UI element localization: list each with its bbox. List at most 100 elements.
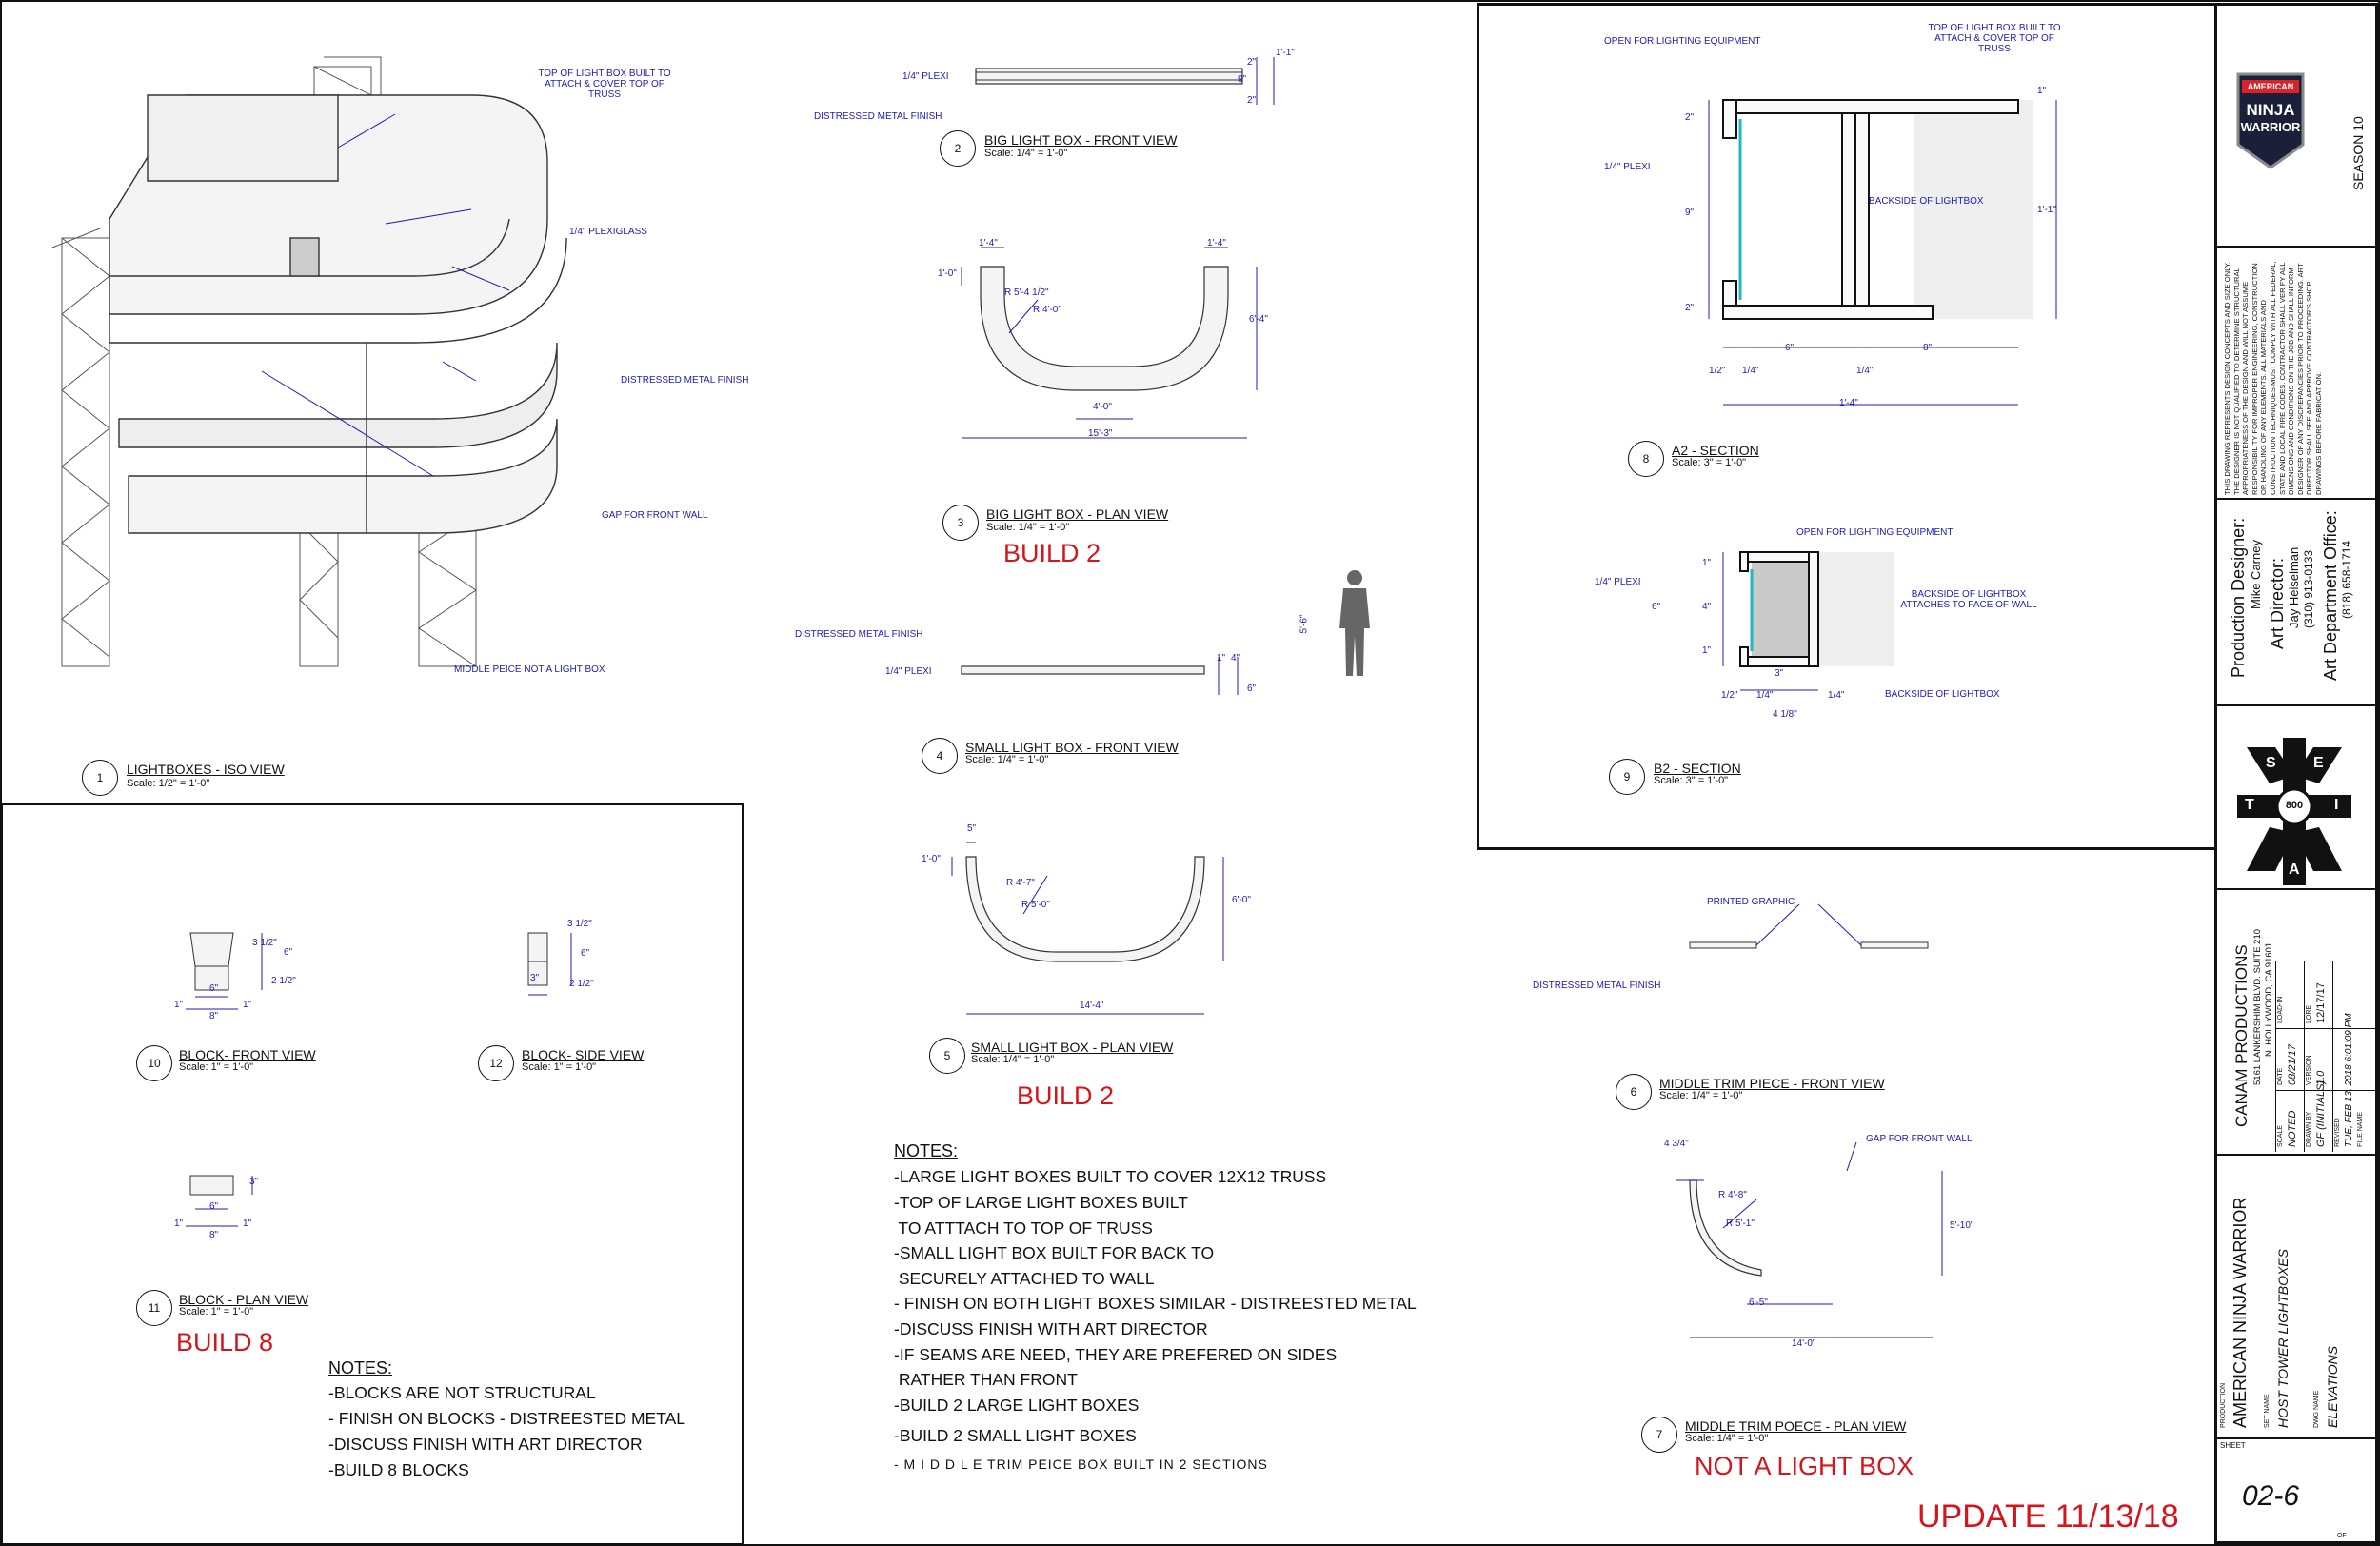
tb-grid-v3 [2332,961,2333,1152]
b2-dim-7: 1/4" [1756,690,1774,701]
logo-shield-icon [2236,72,2305,169]
v6-metal-callout: DISTRESSED METAL FINISH [1533,981,1661,991]
ad-name: Jay Heiselman [2287,546,2301,628]
view-scale-10: Scale: 1" = 1'-0" [179,1061,254,1073]
tb-divider-5 [2216,1154,2376,1156]
v12-dim-3: 2 1/2" [569,979,594,989]
view-number-7: 7 [1641,1417,1677,1453]
block-front-drawing [186,932,263,1010]
v11-dim-2: 6" [209,1201,219,1212]
v3-dim-4: R 5'-4 1/2" [1004,287,1049,298]
a2-dim-10: 1/4" [1856,366,1874,376]
iso-metal-callout: DISTRESSED METAL FINISH [621,375,749,386]
lore-label: LORE [2306,1004,2312,1023]
v10-dim-2: 6" [284,947,293,958]
not-a-light-box-label: NOT A LIGHT BOX [1695,1452,1914,1480]
v6-graphic-callout: PRINTED GRAPHIC [1707,897,1795,907]
view-title-5: SMALL LIGHT BOX - PLAN VIEW [971,1040,1174,1055]
v3-dim-6: 6'-4" [1249,314,1268,325]
v7-dim-2: R 4'-8" [1718,1190,1747,1200]
block-note-2: - FINISH ON BLOCKS - DISTREESTED METAL [328,1409,686,1428]
view-title-9: B2 - SECTION [1654,761,1741,776]
a2-section-drawing [1708,99,2057,406]
v10-dim-5: 8" [209,1011,219,1021]
iso-view-drawing [51,56,567,667]
iso-gap-callout: GAP FOR FRONT WALL [602,510,708,521]
v5-dim-1: 5" [967,823,977,834]
main-note-11: -BUILD 2 SMALL LIGHT BOXES [894,1426,1137,1445]
main-note-7: -DISCUSS FINISH WITH ART DIRECTOR [894,1319,1208,1338]
revised-label: REVISED [2334,1118,2341,1147]
v10-dim-4: 6" [209,983,219,994]
a2-dim-5: 1'-1" [2037,205,2056,215]
view-number-12: 12 [478,1045,514,1081]
b2-dim-9: 4 1/8" [1773,709,1797,720]
v2-dim-4: 2" [1247,95,1257,106]
view-scale-9: Scale: 3" = 1'-0" [1654,775,1729,786]
view-scale-6: Scale: 1/4" = 1'-0" [1659,1090,1743,1101]
a2-back-callout: BACKSIDE OF LIGHTBOX [1869,196,1984,207]
b2-section-drawing [1722,551,1894,691]
company-name: CANAM PRODUCTIONS [2232,944,2251,1127]
v2-dim-3: 9" [1238,74,1247,85]
setname-value: HOST TOWER LIGHTBOXES [2275,1249,2291,1428]
a2-dim-9: 1/4" [1742,366,1759,376]
loadin-label: LOAD-IN [2277,996,2284,1023]
union-letter-a: A [2289,862,2300,878]
view-scale-7: Scale: 1/4" = 1'-0" [1685,1433,1769,1444]
date-label: DATE [2277,1067,2284,1085]
version-value: 1.0 [2315,1070,2327,1085]
tb-divider-2 [2216,498,2376,500]
main-note-9: RATHER THAN FRONT [894,1370,1078,1389]
v7-dim-4: 5'-10" [1950,1220,1974,1231]
filename-label: FILE NAME [2357,1112,2364,1147]
drawnby-value: GF (INITIALS) [2315,1080,2327,1147]
a2-dim-8: 1/2" [1709,366,1726,376]
block-side-drawing [527,932,572,996]
block-note-3: -DISCUSS FINISH WITH ART DIRECTOR [328,1435,643,1454]
view-title-10: BLOCK- FRONT VIEW [179,1047,316,1062]
truss-tower-left [51,228,110,667]
block-plan-drawing [186,1175,253,1227]
small-lightbox [128,418,558,534]
iso-top-callout: TOP OF LIGHT BOX BUILT TO ATTACH & COVER… [538,69,671,100]
view-number-3: 3 [942,505,979,541]
view-scale-12: Scale: 1" = 1'-0" [522,1061,597,1073]
view-number-5: 5 [929,1038,965,1074]
b2-dim-3: 1" [1702,645,1712,656]
ad-label: Art Director: [2268,557,2287,649]
company-address-2: N. HOLLYWOOD, CA 91601 [2264,941,2274,1057]
v7-dim-1: 4 3/4" [1664,1139,1689,1149]
tb-grid-v1 [2275,961,2276,1152]
view-number-11: 11 [136,1290,172,1326]
revised-value: TUE, FEB 13, 2018 6:01:09 PM [2344,1013,2354,1147]
trim-plan-view-drawing [1676,1141,1943,1338]
view-title-1: LIGHTBOXES - ISO VIEW [127,762,285,777]
view-title-4: SMALL LIGHT BOX - FRONT VIEW [965,740,1179,755]
main-note-5: SECURELY ATTACHED TO WALL [894,1269,1155,1288]
main-note-1: -LARGE LIGHT BOXES BUILT TO COVER 12X12 … [894,1167,1327,1186]
v11-dim-5: 1" [243,1219,252,1229]
figure-height-dim: 5'-6" [1299,614,1310,634]
view-title-3: BIG LIGHT BOX - PLAN VIEW [986,506,1169,522]
view-scale-4: Scale: 1/4" = 1'-0" [965,754,1049,765]
small-front-view-drawing [961,657,1239,695]
b2-open-callout: OPEN FOR LIGHTING EQUIPMENT [1796,527,1954,538]
b2-dim-1: 1" [1702,558,1712,568]
drawnby-label: DRAWN BY [2306,1111,2312,1147]
v12-dim-2: 6" [581,948,590,959]
version-label: VERSION [2306,1055,2312,1085]
a2-dim-7: 8" [1923,343,1933,353]
v10-dim-7: 1" [243,1000,252,1010]
union-local-800: 800 [2285,800,2304,811]
title-block-frame [2214,3,2378,1544]
view-number-10: 10 [136,1045,172,1081]
union-letter-t: T [2245,797,2254,813]
logo-warrior-text: WARRIOR [2240,120,2301,134]
v12-dim-1: 3 1/2" [567,919,592,929]
dwgname-label: DWG NAME [2313,1390,2320,1428]
b2-plexi-callout: 1/4" PLEXI [1595,577,1641,587]
a2-plexi-callout: 1/4" PLEXI [1604,162,1651,172]
v10-dim-6: 1" [174,1000,184,1010]
